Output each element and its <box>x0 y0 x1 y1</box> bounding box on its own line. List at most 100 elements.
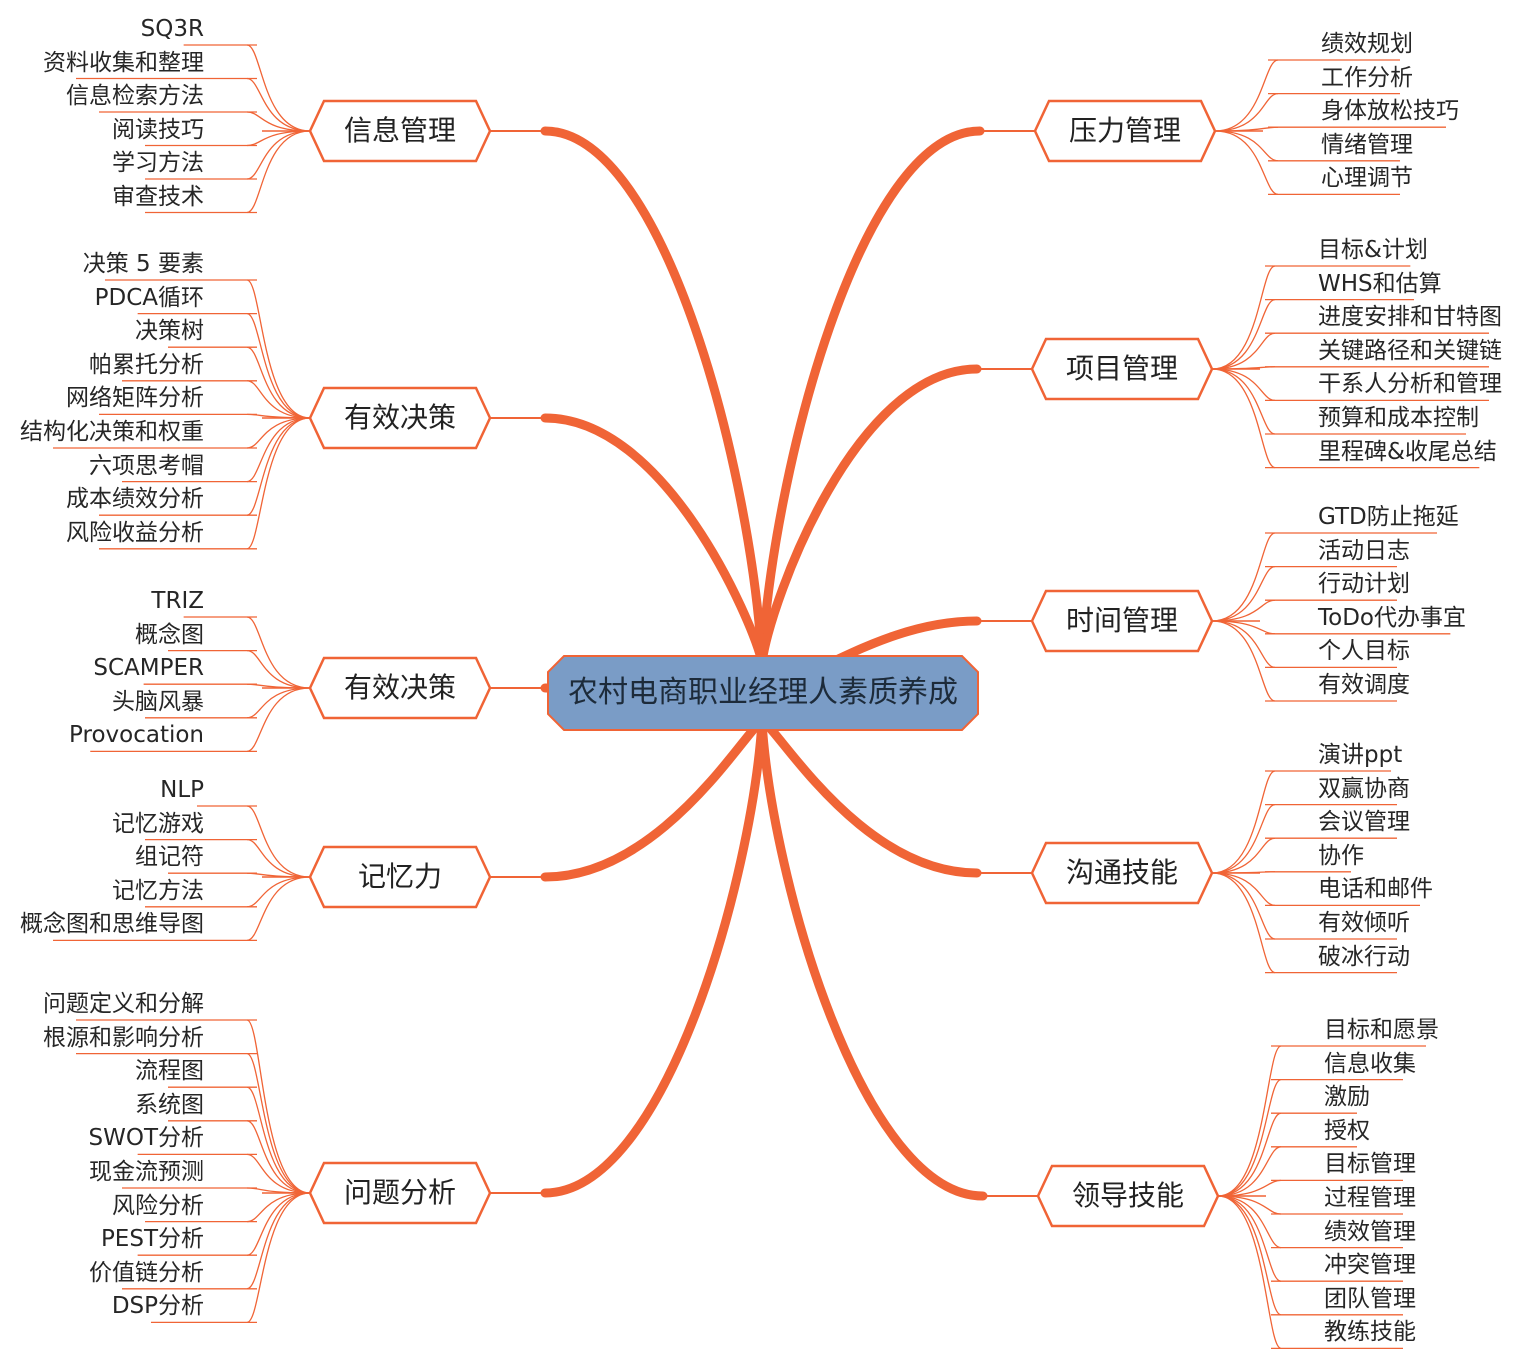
branch-node-label[interactable]: 问题分析 <box>343 1176 456 1209</box>
leaf-topic[interactable]: 工作分析 <box>1321 64 1413 91</box>
leaf-connector <box>246 1192 311 1324</box>
leaf-topic[interactable]: 信息收集 <box>1324 1050 1416 1077</box>
leaf-topic[interactable]: 身体放松技巧 <box>1321 98 1459 125</box>
leaf-topic[interactable]: 头脑风暴 <box>112 688 204 715</box>
leaf-connector <box>1211 565 1276 622</box>
leaf-topic[interactable]: 协作 <box>1318 842 1364 869</box>
leaf-topic[interactable]: 现金流预测 <box>89 1159 204 1185</box>
leaf-connector <box>246 380 311 419</box>
leaf-connector <box>1217 1195 1282 1350</box>
leaf-topic[interactable]: 进度安排和甘特图 <box>1318 304 1502 331</box>
leaf-topic[interactable]: 过程管理 <box>1324 1185 1416 1211</box>
leaf-topic[interactable]: 记忆游戏 <box>112 810 204 837</box>
leaf-topic[interactable]: 目标和愿景 <box>1324 1017 1439 1043</box>
leaf-topic[interactable]: 决策树 <box>135 318 204 345</box>
leaf-topic[interactable]: 学习方法 <box>112 150 204 176</box>
leaf-topic[interactable]: 流程图 <box>135 1058 204 1085</box>
branch-connector <box>540 126 767 667</box>
leaf-topic[interactable]: 个人目标 <box>1318 638 1410 665</box>
branch-node-label[interactable]: 有效决策 <box>343 671 456 704</box>
leaf-topic[interactable]: 帕累托分析 <box>89 351 204 378</box>
leaf-topic[interactable]: 激励 <box>1324 1084 1370 1111</box>
leaf-topic[interactable]: 绩效规划 <box>1321 31 1413 57</box>
leaf-topic[interactable]: PEST分析 <box>100 1226 204 1253</box>
leaf-topic[interactable]: 风险收益分析 <box>66 519 204 546</box>
leaf-topic[interactable]: PDCA循环 <box>94 284 204 311</box>
leaf-topic[interactable]: 会议管理 <box>1318 809 1410 836</box>
leaf-topic[interactable]: 根源和影响分析 <box>43 1024 204 1051</box>
leaf-topic[interactable]: 关键路径和关键链 <box>1318 337 1502 364</box>
leaf-topic[interactable]: 系统图 <box>135 1091 204 1118</box>
branch-node-shape <box>1030 337 1214 401</box>
leaf-topic[interactable]: 干系人分析和管理 <box>1318 371 1502 398</box>
branch-node-label[interactable]: 项目管理 <box>1065 352 1178 385</box>
leaf-topic[interactable]: 里程碑&收尾总结 <box>1318 438 1497 465</box>
leaf-connector <box>246 417 311 449</box>
leaf-connector <box>246 44 311 132</box>
leaf-topic[interactable]: 教练技能 <box>1324 1319 1416 1346</box>
branch-node-label[interactable]: 记忆力 <box>357 860 442 893</box>
branch-node-label[interactable]: 压力管理 <box>1068 114 1181 147</box>
leaf-topic[interactable]: 决策 5 要素 <box>82 251 204 277</box>
leaf-topic[interactable]: 审查技术 <box>112 183 204 210</box>
leaf-connector <box>1211 265 1276 370</box>
leaf-topic[interactable]: GTD防止拖延 <box>1318 504 1459 530</box>
leaf-topic[interactable]: 目标&计划 <box>1318 237 1428 263</box>
leaf-connector <box>1217 1195 1282 1316</box>
leaf-topic[interactable]: WHS和估算 <box>1318 270 1442 297</box>
leaf-topic[interactable]: 结构化决策和权重 <box>20 419 204 445</box>
leaf-topic[interactable]: 情绪管理 <box>1321 131 1413 158</box>
branch-node-label[interactable]: 有效决策 <box>343 401 456 434</box>
branch-node-label[interactable]: 信息管理 <box>343 114 456 147</box>
leaf-topic[interactable]: 绩效管理 <box>1324 1218 1416 1245</box>
leaf-topic[interactable]: SQ3R <box>140 16 204 42</box>
leaf-topic[interactable]: 问题定义和分解 <box>43 991 204 1017</box>
leaf-topic[interactable]: 阅读技巧 <box>112 116 204 143</box>
branch-node-label[interactable]: 领导技能 <box>1071 1179 1184 1212</box>
leaf-connector <box>246 1192 311 1223</box>
leaf-topic[interactable]: 资料收集和整理 <box>43 49 204 76</box>
leaf-topic[interactable]: 冲突管理 <box>1324 1252 1416 1279</box>
leaf-connector <box>1211 368 1276 469</box>
leaf-topic[interactable]: 目标管理 <box>1324 1151 1416 1178</box>
leaf-topic[interactable]: 预算和成本控制 <box>1318 405 1479 431</box>
leaf-topic[interactable]: 价值链分析 <box>89 1259 204 1286</box>
leaf-topic[interactable]: NLP <box>160 777 204 803</box>
leaf-topic[interactable]: 概念图和思维导图 <box>20 911 204 938</box>
branch-node-label[interactable]: 沟通技能 <box>1065 856 1178 889</box>
leaf-topic[interactable]: 六项思考帽 <box>89 452 204 479</box>
leaf-topic[interactable]: 有效倾听 <box>1318 910 1410 936</box>
center-node-label[interactable]: 农村电商职业经理人素质养成 <box>568 675 958 710</box>
leaf-topic[interactable]: 成本绩效分析 <box>66 486 204 513</box>
leaf-connector <box>246 417 311 483</box>
leaf-topic[interactable]: Provocation <box>69 722 204 749</box>
leaf-topic[interactable]: 风险分析 <box>112 1192 204 1219</box>
leaf-topic[interactable]: 网络矩阵分析 <box>66 385 204 412</box>
leaf-topic[interactable]: 行动计划 <box>1318 571 1410 598</box>
leaf-connector <box>1211 332 1276 370</box>
leaf-connector <box>246 1086 311 1194</box>
leaf-topic[interactable]: 信息检索方法 <box>66 83 204 109</box>
leaf-topic[interactable]: 记忆方法 <box>112 877 204 904</box>
branch-connector <box>757 364 982 667</box>
leaf-topic[interactable]: SCAMPER <box>93 655 204 682</box>
leaf-topic[interactable]: ToDo代办事宜 <box>1318 604 1466 631</box>
leaf-topic[interactable]: 演讲ppt <box>1318 742 1403 768</box>
leaf-connector <box>246 876 311 942</box>
leaf-topic[interactable]: 团队管理 <box>1324 1285 1416 1312</box>
leaf-topic[interactable]: 授权 <box>1324 1117 1370 1144</box>
leaf-topic[interactable]: TRIZ <box>151 588 204 614</box>
leaf-topic[interactable]: 组记符 <box>135 844 204 871</box>
leaf-connector <box>246 1052 311 1194</box>
leaf-topic[interactable]: 心理调节 <box>1321 165 1413 192</box>
leaf-topic[interactable]: SWOT分析 <box>88 1125 205 1152</box>
leaf-topic[interactable]: DSP分析 <box>111 1293 204 1320</box>
leaf-topic[interactable]: 有效调度 <box>1318 672 1410 698</box>
leaf-topic[interactable]: 双赢协商 <box>1318 775 1410 802</box>
leaf-topic[interactable]: 电话和邮件 <box>1318 876 1433 903</box>
leaf-topic[interactable]: 概念图 <box>135 621 204 648</box>
branch-node-label[interactable]: 时间管理 <box>1065 604 1178 637</box>
leaf-topic[interactable]: 活动日志 <box>1318 537 1410 564</box>
leaf-topic[interactable]: 破冰行动 <box>1318 943 1410 970</box>
